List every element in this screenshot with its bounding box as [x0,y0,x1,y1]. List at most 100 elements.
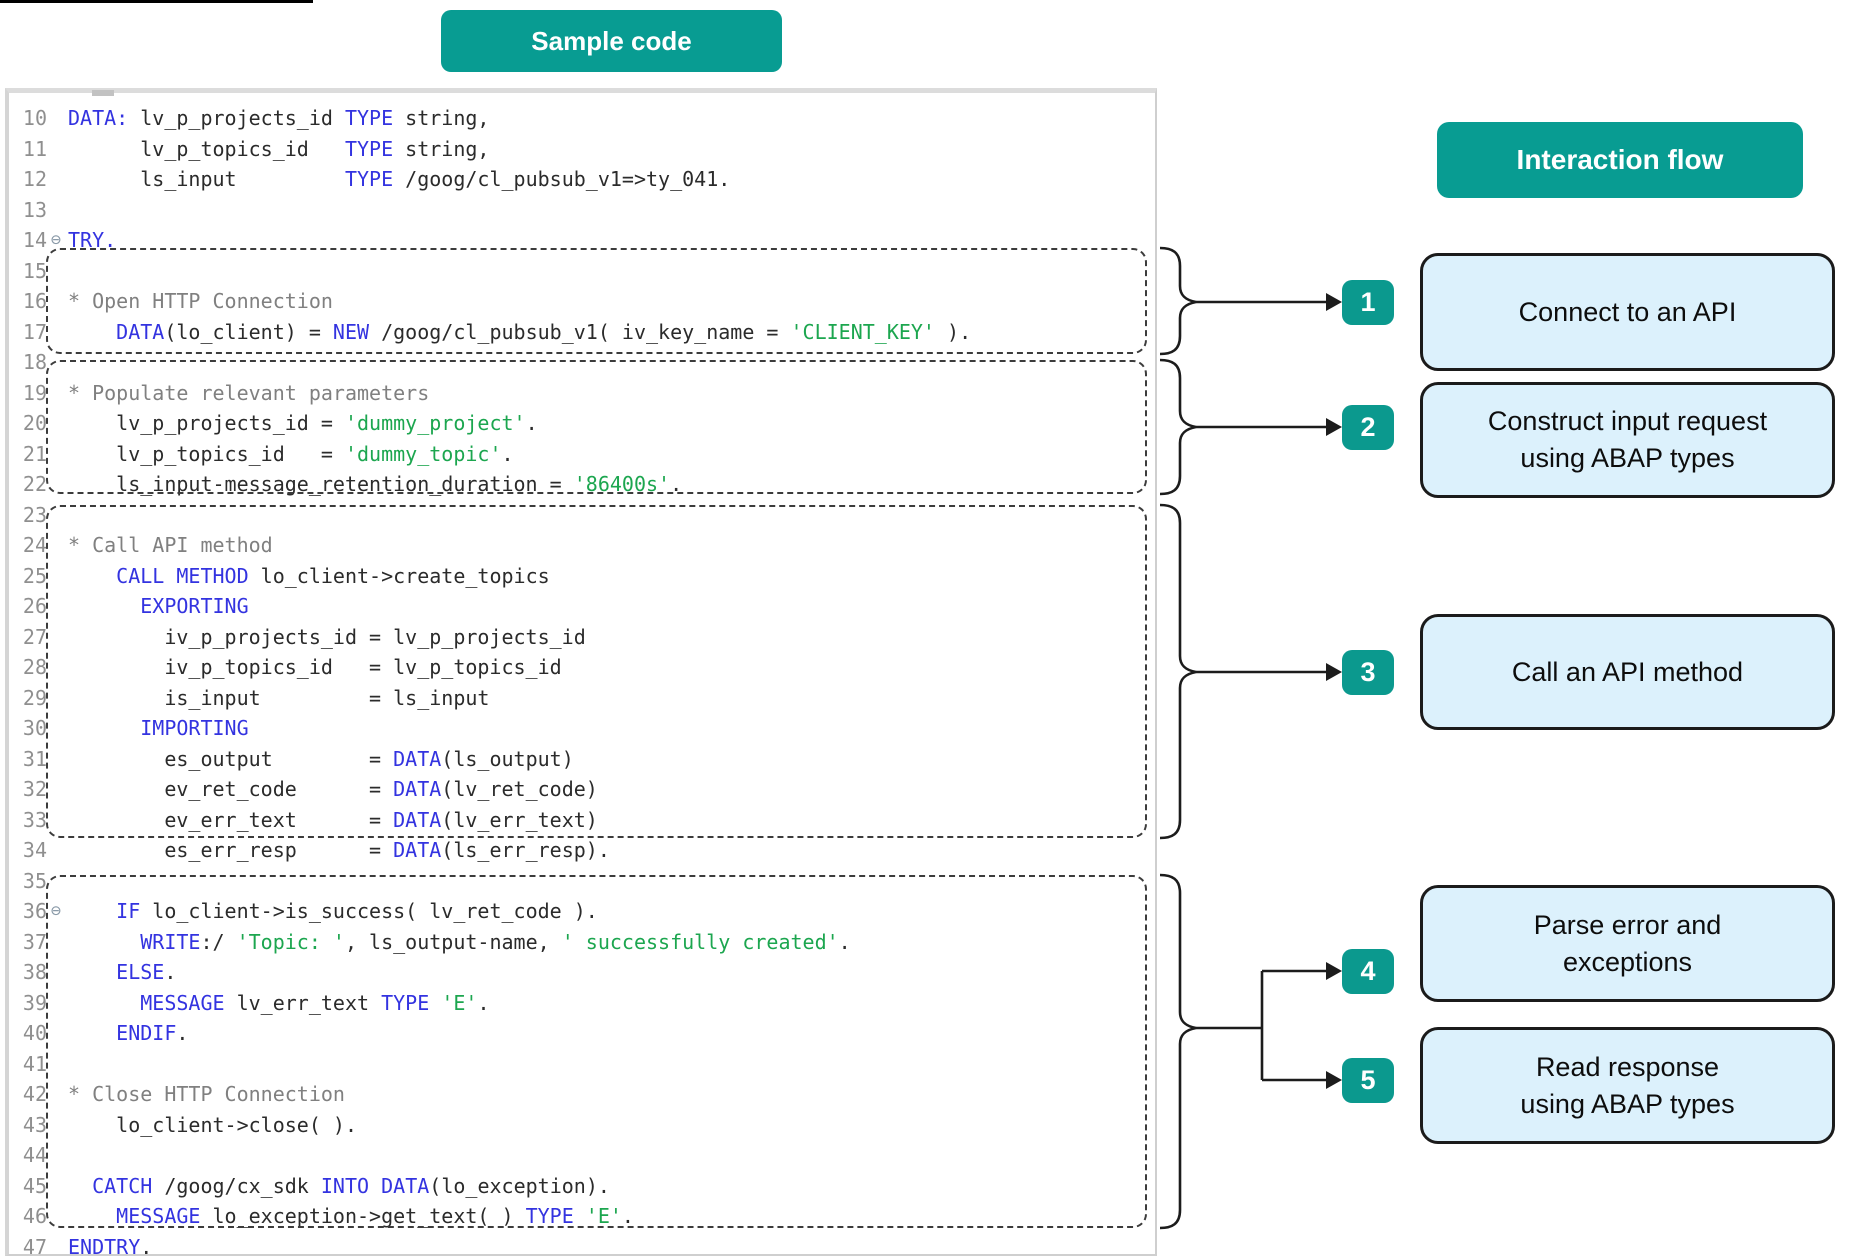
line-number: 13 [22,197,47,222]
code-editor-panel [5,88,1157,1256]
code-line-text: DATA: lv_p_projects_id TYPE string, [68,106,490,130]
fold-gutter [47,195,65,226]
line-number: 42 [22,1082,47,1106]
code-lines: 10 DATA: lv_p_projects_id TYPE string, 11 … [9,103,1149,1258]
code-line: 30 IMPORTING [9,713,1149,744]
code-line-text: es_output = DATA(ls_output) [68,746,574,771]
code-line: 29 is_input = ls_input [9,683,1149,714]
line-number: 25 [22,563,47,588]
fold-gutter [47,835,65,866]
line-number: 30 [22,716,47,740]
code-annotation-box-3 [46,505,1147,838]
code-line: 12 ls_input TYPE /goog/cl_pubsub_v1=>ty_… [9,164,1149,195]
line-number: 47 [22,1234,47,1258]
code-line: 24 * Call API method [9,530,1149,561]
code-line-text: lv_p_topics_id TYPE string, [68,136,490,161]
line-number: 28 [22,655,47,679]
line-number: 38 [22,960,47,984]
line-number: 31 [22,746,47,771]
flow-step-construct-input: Construct input request using ABAP types [1420,382,1835,498]
code-line-text: IF lo_client->is_success( lv_ret_code ). [116,899,598,923]
line-number: 32 [22,777,47,801]
arrowhead-1 [1326,293,1342,311]
code-line: 13 [9,195,1149,226]
line-number: 40 [22,1021,47,1045]
code-line-text: lo_client->close( ). [68,1112,357,1137]
line-number: 10 [22,106,47,130]
brace-4 [1159,873,1197,1230]
flow-step-1-label: Connect to an API [1518,296,1737,327]
code-line: 46 MESSAGE lo_exception->get_text( ) TYP… [9,1201,1149,1232]
code-line-text: lv_p_projects_id = 'dummy_project'. [68,411,538,435]
flow-step-4-label: Parse error and exceptions [1533,909,1722,977]
code-line-text [65,195,1149,226]
line-number: 35 [22,868,47,893]
code-line-text: DATA(lo_client) = NEW /goog/cl_pubsub_v1… [116,319,972,344]
code-line: 27 iv_p_projects_id = lv_p_projects_id [9,622,1149,653]
code-line-text: MESSAGE lv_err_text TYPE 'E'. [140,990,490,1015]
step-badge-4-num: 4 [1360,956,1376,986]
step-badge-2: 2 [1342,405,1394,450]
code-line: 42* Close HTTP Connection [9,1079,1149,1110]
line-number: 11 [22,136,47,161]
code-line-text: iv_p_projects_id = lv_p_projects_id [68,624,586,649]
fold-collapse-icon[interactable]: ⊖ [50,230,62,250]
code-line: 45 CATCH /goog/cx_sdk INTO DATA(lo_excep… [9,1171,1149,1202]
code-line: 43 lo_client->close( ). [9,1110,1149,1141]
code-line-text: * Call API method [68,533,273,557]
fold-collapse-icon[interactable]: ⊖ [50,901,62,921]
flow-step-5-label: Read response using ABAP types [1520,1051,1735,1119]
fold-gutter [47,103,65,134]
line-number: 36 [22,899,47,923]
flow-step-read-response: Read response using ABAP types [1420,1027,1835,1144]
line-number: 16 [22,289,47,313]
code-line-text: WRITE:/ 'Topic: ', ls_output-name, ' suc… [140,929,851,954]
line-number: 37 [22,929,47,954]
code-line: 15 [9,256,1149,287]
code-line: 26 EXPORTING [9,591,1149,622]
code-line-text: ev_ret_code = DATA(lv_ret_code) [68,777,598,801]
line-number: 20 [22,411,47,435]
code-line-text: is_input = ls_input [68,685,490,710]
code-annotation-box-4 [46,875,1147,1228]
line-number: 23 [22,502,47,527]
step-badge-5-num: 5 [1360,1065,1376,1095]
interaction-flow-label: Interaction flow [1437,122,1803,198]
code-line: 17 DATA(lo_client) = NEW /goog/cl_pubsub… [9,317,1149,348]
arrowhead-4 [1326,962,1342,980]
code-line: 41 [9,1049,1149,1080]
line-number: 18 [22,350,47,374]
step-badge-3-num: 3 [1360,657,1376,687]
line-number: 43 [22,1112,47,1137]
flow-step-call-method: Call an API method [1420,614,1835,730]
code-line-text: ELSE. [116,960,177,984]
flow-step-parse-errors: Parse error and exceptions [1420,885,1835,1002]
code-line: 34 es_err_resp = DATA(ls_err_resp). [9,835,1149,866]
code-line: 11 lv_p_topics_id TYPE string, [9,134,1149,165]
line-number: 29 [22,685,47,710]
fold-gutter [47,164,65,195]
code-line-text: es_err_resp = DATA(ls_err_resp). [68,838,610,862]
code-line-text: CALL METHOD lo_client->create_topics [116,563,550,588]
line-number: 33 [22,807,47,832]
code-line: 16* Open HTTP Connection [9,286,1149,317]
line-number: 15 [22,258,47,283]
scrollbar-thumb[interactable] [92,90,114,96]
brace-1 [1159,246,1197,356]
line-number: 17 [22,319,47,344]
line-number: 24 [22,533,47,557]
line-number: 46 [22,1204,47,1228]
code-line: 20 lv_p_projects_id = 'dummy_project'. [9,408,1149,439]
step-badge-1: 1 [1342,280,1394,325]
top-left-underline [0,0,313,3]
line-number: 21 [22,441,47,466]
line-number: 44 [22,1143,47,1167]
code-line-text: MESSAGE lo_exception->get_text( ) TYPE '… [116,1204,634,1228]
line-number: 41 [22,1051,47,1076]
step-badge-4: 4 [1342,949,1394,994]
code-line: 23 [9,500,1149,531]
code-line: 21 lv_p_topics_id = 'dummy_topic'. [9,439,1149,470]
code-line: 18 [9,347,1149,378]
brace-2 [1159,358,1197,496]
